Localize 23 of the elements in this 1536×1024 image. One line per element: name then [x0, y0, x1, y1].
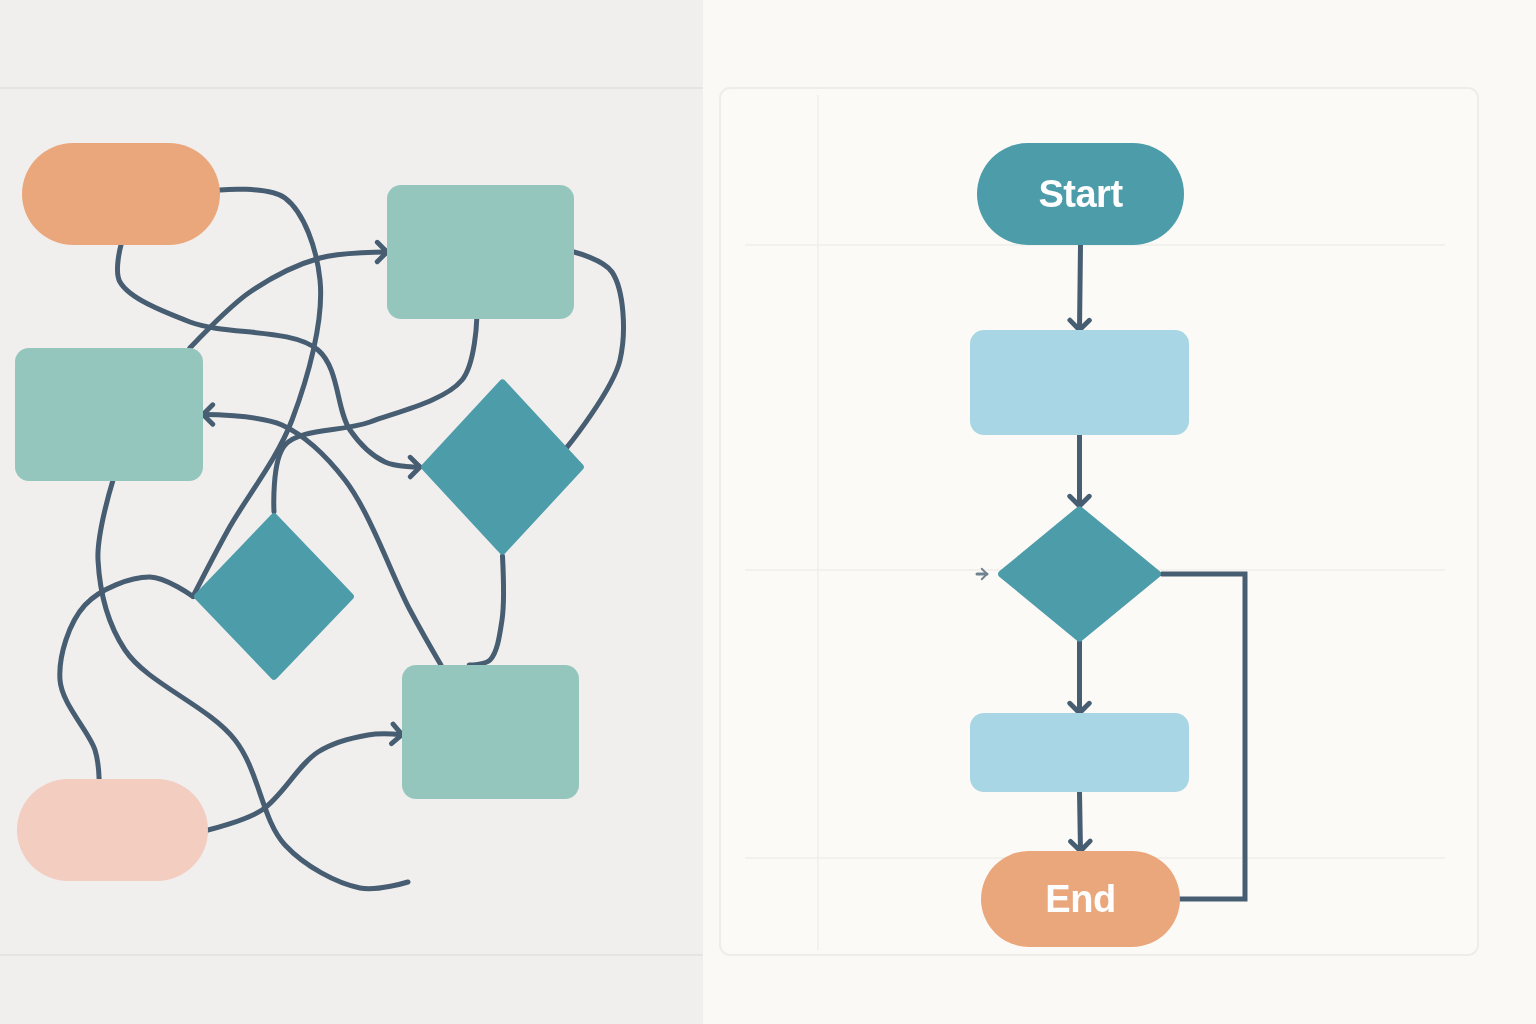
node-label: End	[1045, 877, 1116, 921]
decision-diamond	[420, 378, 585, 556]
process-box	[15, 348, 203, 481]
arrow	[1068, 789, 1093, 854]
process-box	[387, 185, 574, 319]
arrow	[115, 242, 423, 480]
arrow	[1067, 242, 1092, 333]
arrow	[1067, 639, 1092, 716]
connector-line	[95, 478, 411, 892]
process-box	[970, 330, 1189, 435]
arrow	[1067, 432, 1092, 509]
decision-diamond	[193, 512, 355, 681]
arrow	[975, 567, 989, 581]
connector-line	[466, 553, 506, 668]
decision-diamond	[997, 506, 1162, 642]
connector-line	[190, 186, 324, 599]
connector-line	[57, 574, 196, 782]
connector-line	[564, 249, 626, 450]
connector-line	[1159, 571, 1248, 902]
process-box	[402, 665, 579, 799]
process-box	[970, 713, 1189, 792]
node-label: Start	[1038, 172, 1123, 216]
connector-line	[271, 316, 480, 515]
